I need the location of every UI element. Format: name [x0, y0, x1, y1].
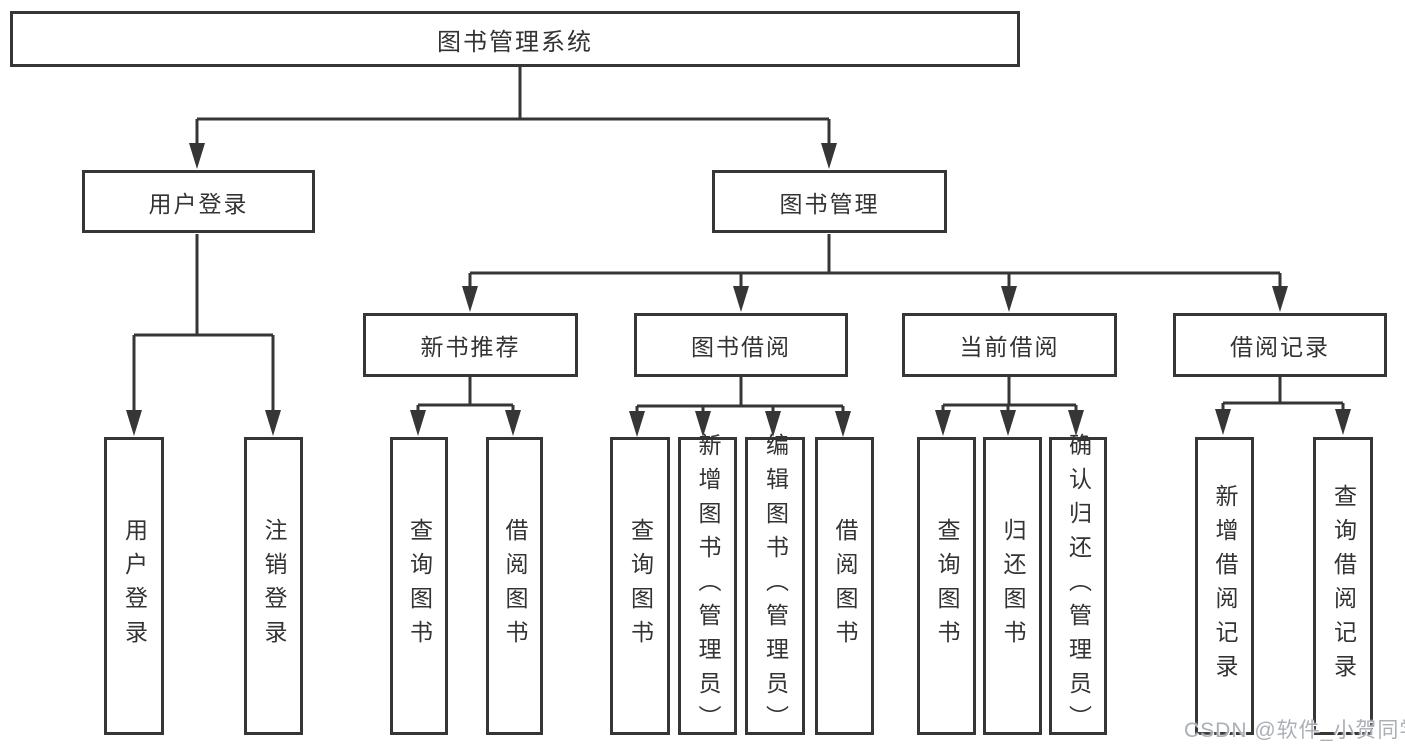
node-label: 借阅记录 [1230, 334, 1330, 360]
node-new-book-recommendation: 新书推荐 [363, 313, 578, 377]
node-label: 图书管理系统 [437, 28, 593, 56]
leaf-logout: 注销登录 [244, 437, 303, 735]
node-borrowing-records: 借阅记录 [1173, 313, 1387, 377]
node-library-management-system: 图书管理系统 [10, 11, 1020, 67]
leaf-search-borrow-record: 查询借阅记录 [1313, 437, 1373, 735]
node-user-login: 用户登录 [82, 170, 315, 233]
csdn-watermark: CSDN @软件_小贺同学 [1184, 719, 1405, 742]
leaf-user-login: 用户登录 [104, 437, 164, 735]
leaf-borrow-books-recommend: 借阅图书 [486, 437, 543, 735]
leaf-edit-books-admin: 编辑图书（管理员） [745, 433, 805, 739]
node-label: 编辑图书（管理员） [762, 433, 789, 739]
node-label: 借阅图书 [832, 518, 858, 654]
leaf-search-books-borrowing: 查询图书 [610, 437, 670, 735]
node-label: 当前借阅 [959, 334, 1060, 360]
node-label: 新增借阅记录 [1212, 484, 1238, 688]
node-label: 图书借阅 [691, 334, 791, 360]
leaf-add-books-admin: 新增图书（管理员） [678, 433, 737, 739]
leaf-add-borrow-record: 新增借阅记录 [1195, 437, 1254, 735]
node-book-management: 图书管理 [712, 170, 947, 233]
node-label: 确认归还（管理员） [1065, 433, 1092, 739]
node-label: 新书推荐 [420, 334, 521, 360]
node-label: 图书管理 [779, 190, 880, 217]
node-label: 借阅图书 [502, 518, 528, 654]
node-label: 归还图书 [1000, 518, 1026, 654]
node-label: 注销登录 [261, 518, 287, 654]
leaf-return-books: 归还图书 [983, 437, 1042, 735]
node-label: 用户登录 [148, 190, 249, 217]
leaf-confirm-return-admin: 确认归还（管理员） [1049, 433, 1107, 739]
node-book-borrowing: 图书借阅 [634, 313, 848, 377]
leaf-borrow-books-borrowing: 借阅图书 [815, 437, 874, 735]
node-label: 用户登录 [121, 518, 148, 654]
node-label: 查询图书 [934, 518, 960, 654]
node-label: 查询图书 [627, 518, 654, 654]
leaf-search-books-recommend: 查询图书 [390, 437, 448, 735]
node-label: 查询借阅记录 [1330, 484, 1357, 688]
node-label: 新增图书（管理员） [695, 433, 721, 739]
node-label: 查询图书 [406, 518, 433, 654]
leaf-search-books-current: 查询图书 [917, 437, 976, 735]
node-current-borrowing: 当前借阅 [902, 313, 1117, 377]
